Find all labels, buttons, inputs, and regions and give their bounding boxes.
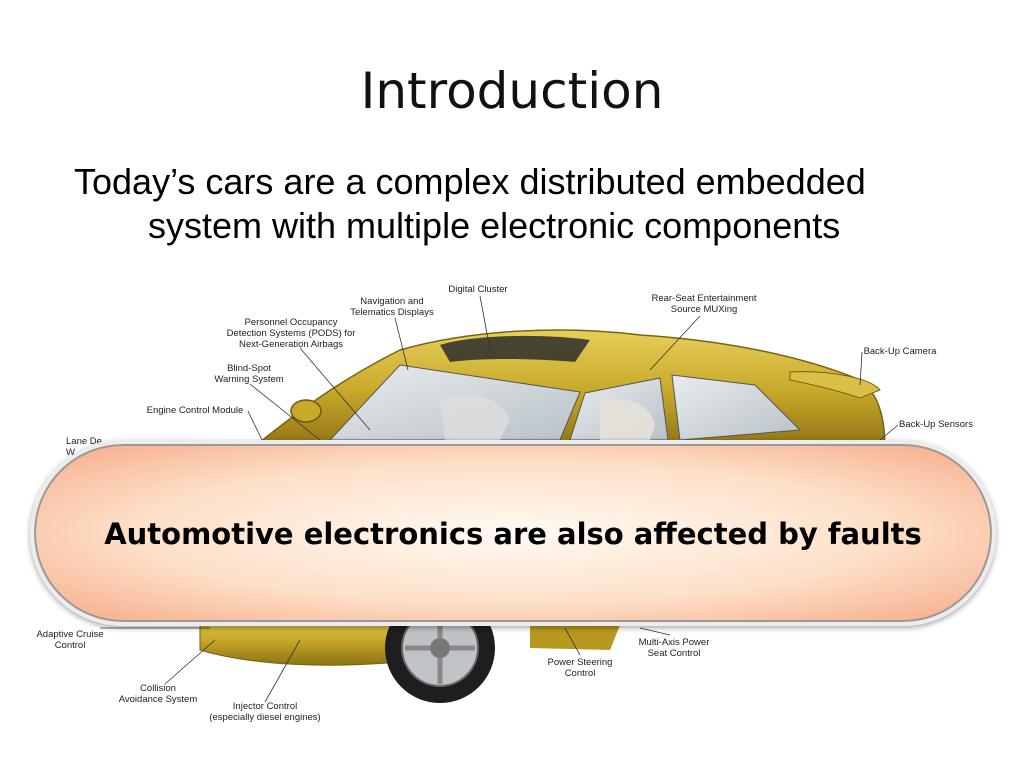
label-adaptive-cruise-line-1: Adaptive Cruise [36, 629, 103, 640]
label-rear-seat-line-1: Rear-Seat Entertainment [651, 293, 756, 304]
callout-leader-lines [100, 295, 899, 703]
subtitle-line-2: system with multiple electronic componen… [148, 205, 841, 246]
label-seat-control-line-2: Seat Control [648, 648, 701, 659]
label-power-steering-line-1: Power Steering [548, 657, 613, 668]
label-engine-control: Engine Control Module [147, 405, 244, 416]
label-blind-spot-line-1: Blind-Spot [227, 363, 271, 374]
label-collision-line-1: Collision [140, 683, 176, 694]
label-seat-control-line-1: Multi-Axis Power [639, 637, 710, 648]
label-pods-line-3: Next-Generation Airbags [239, 339, 343, 350]
label-power-steering-line-2: Control [565, 668, 596, 679]
label-pods-line-2: Detection Systems (PODS) for [227, 328, 356, 339]
label-digital-cluster: Digital Cluster [448, 284, 507, 295]
label-blind-spot-line-2: Warning System [214, 374, 283, 385]
label-navigation-line-2: Telematics Displays [350, 307, 434, 318]
label-lane-departure-partial-2: W [66, 447, 75, 458]
callout-labels: Digital Cluster Navigation and Telematic… [36, 284, 973, 723]
car-illustration [199, 329, 886, 703]
banner-text: Automotive electronics are also affected… [104, 517, 922, 551]
label-injector-line-2: (especially diesel engines) [209, 712, 320, 723]
label-pods-line-1: Personnel Occupancy [245, 317, 338, 328]
slide-subtitle: Today’s cars are a complex distributed e… [74, 160, 974, 248]
label-lane-departure-partial: Lane De [66, 436, 102, 447]
label-navigation-line-1: Navigation and [360, 296, 423, 307]
fault-callout-banner: Automotive electronics are also affected… [30, 440, 996, 626]
subtitle-line-1: Today’s cars are a complex distributed e… [74, 161, 866, 202]
label-backup-sensors: Back-Up Sensors [899, 419, 973, 430]
label-injector-line-1: Injector Control [233, 701, 297, 712]
label-adaptive-cruise-line-2: Control [55, 640, 86, 651]
slide-title: Introduction [360, 62, 664, 120]
label-collision-line-2: Avoidance System [119, 694, 198, 705]
label-rear-seat-line-2: Source MUXing [671, 304, 738, 315]
car-electronics-diagram: Digital Cluster Navigation and Telematic… [36, 284, 973, 723]
label-backup-camera: Back-Up Camera [864, 346, 938, 357]
